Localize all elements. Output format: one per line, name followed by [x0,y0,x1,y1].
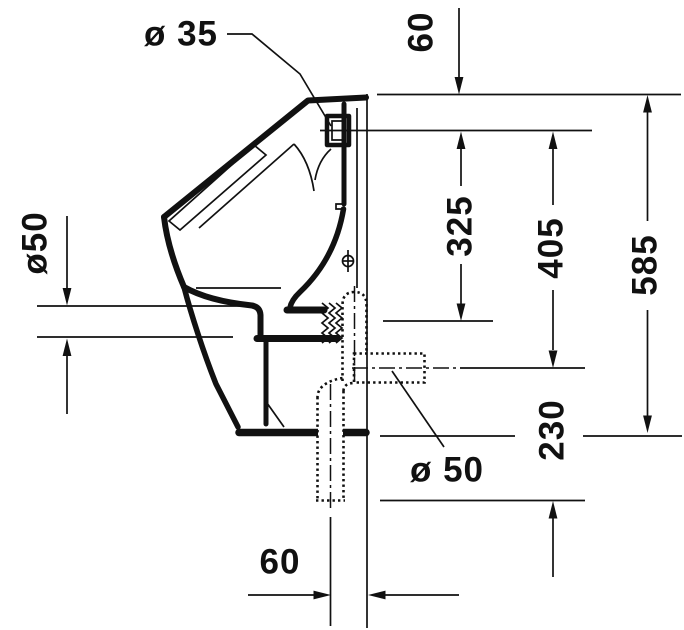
corrugated-seal [320,302,344,344]
bowl-back-inner-curve [293,143,315,192]
front-lip-edge [161,214,187,290]
dimension-230 [548,501,558,577]
inlet-spigot-inner [331,120,346,141]
arrow-down-icon [62,288,72,306]
arrow-down-icon [456,303,466,321]
dimension-diameter-50-left [62,216,72,414]
arrow-left-icon [368,590,386,600]
dim-inlet-diameter-label: ø 35 [144,15,218,54]
urinal-ceramic-outline [161,94,370,437]
arrow-up-icon [643,95,652,113]
elbow-inner [342,381,354,392]
arrow-up-icon [456,131,466,149]
inlet-spigot [324,113,352,148]
pedestal-inner-diagonal [266,402,285,428]
drain-trap-white-masks [318,294,424,500]
dim-outlet-diameter-label: ø50 [16,211,55,274]
leader-lines [227,33,445,448]
dim-overall-height-label: 585 [626,234,665,295]
horizontal-outlet-pipe [352,352,426,384]
bowl-back-tangent-line [198,143,295,229]
pedestal-front-edge [181,284,241,430]
arrow-up-icon [548,131,558,149]
reference-lines [37,93,682,628]
centerlines [329,286,460,509]
dim-height-405-label: 405 [532,217,571,278]
dim-wall-offset-label: 60 [260,543,301,582]
dim-drop-230-label: 230 [533,399,572,460]
dimension-585 [643,95,652,433]
trap-riser-pipe [341,290,368,381]
bowl-back-curve [287,206,347,311]
dim-drain-diameter-label: ø 50 [410,451,484,490]
top-rim-edge [161,94,369,220]
dimension-60-bottom [248,590,459,600]
arrow-up-icon [548,501,558,519]
leader-inlet-diameter [227,33,332,127]
leader-drain-diameter [391,370,445,448]
dimension-325 [456,131,466,321]
arrow-down-icon [548,350,558,368]
elbow-outer [316,376,343,398]
center-mark-icon [341,250,355,272]
arrow-down-icon [454,77,464,95]
dim-height-325-label: 325 [441,195,480,256]
dimension-405 [548,131,558,368]
arrow-down-icon [643,415,652,433]
dimension-60-top [454,8,464,95]
drain-trap-dotted [316,290,426,502]
flush-duct-line [314,148,332,181]
arrow-right-icon [313,590,331,600]
mounting-notch [335,203,344,210]
dim-top-offset-label: 60 [402,12,441,53]
flush-rim-opening [167,143,268,232]
arrow-up-icon [62,338,72,356]
